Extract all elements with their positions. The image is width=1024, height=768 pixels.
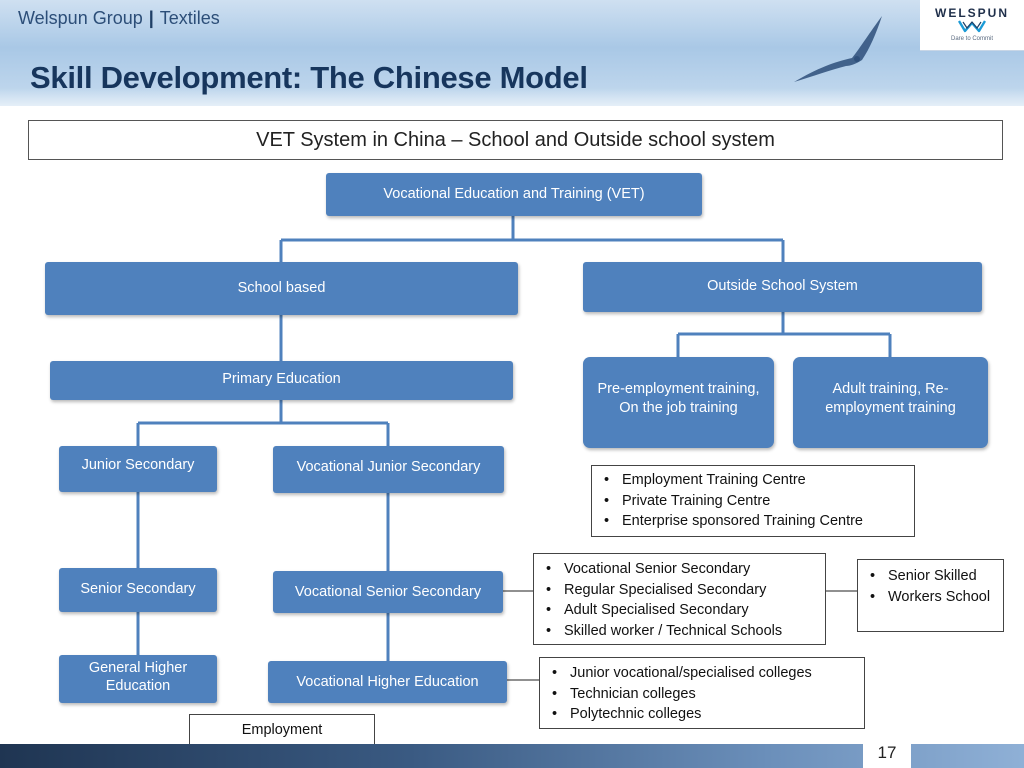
node-pre-employment: Pre-employment training, On the job trai… <box>583 357 774 448</box>
list-item: Vocational Senior Secondary <box>544 559 817 580</box>
header-band <box>0 0 1024 106</box>
flying-bird-icon <box>794 16 882 82</box>
welspun-logo: WELSPUN Dare to Commit <box>920 0 1024 51</box>
welspun-w-mark-icon <box>958 20 986 33</box>
footer-bar <box>0 744 1024 768</box>
node-voc-senior-secondary: Vocational Senior Secondary <box>273 571 503 613</box>
list-item: Skilled worker / Technical Schools <box>544 621 817 642</box>
node-voc-junior-secondary: Vocational Junior Secondary <box>273 446 504 493</box>
brand-separator: | <box>148 8 154 28</box>
connector-primary-split <box>136 400 390 446</box>
list-item: Polytechnic colleges <box>550 704 856 725</box>
page-number: 17 <box>863 738 911 768</box>
list-item: Private Training Centre <box>602 491 906 512</box>
node-primary-education: Primary Education <box>50 361 513 400</box>
list-item: Technician colleges <box>550 684 856 705</box>
brand-line: Welspun Group|Textiles <box>18 8 220 29</box>
logo-text: WELSPUN <box>935 6 1009 20</box>
node-junior-secondary: Junior Secondary <box>59 446 217 492</box>
node-adult-training: Adult training, Re-employment training <box>793 357 988 448</box>
slide-title: Skill Development: The Chinese Model <box>30 60 588 95</box>
node-senior-secondary: Senior Secondary <box>59 568 217 612</box>
list-item: Enterprise sponsored Training Centre <box>602 511 906 532</box>
list-item: Senior Skilled <box>868 566 995 587</box>
company-name: Welspun Group <box>18 8 143 28</box>
list-colleges: Junior vocational/specialised colleges T… <box>539 657 865 729</box>
list-training-centres: Employment Training Centre Private Train… <box>591 465 915 537</box>
node-school-based: School based <box>45 262 518 315</box>
logo-tagline: Dare to Commit <box>950 36 993 42</box>
connector-outside-split <box>676 312 892 357</box>
node-vet: Vocational Education and Training (VET) <box>326 173 702 216</box>
list-item: Regular Specialised Secondary <box>544 580 817 601</box>
node-voc-higher: Vocational Higher Education <box>268 661 507 703</box>
node-general-higher: General Higher Education <box>59 655 217 703</box>
list-senior-skilled: Senior Skilled Workers School <box>857 559 1004 632</box>
node-outside-school: Outside School System <box>583 262 982 312</box>
list-senior-secondary-types: Vocational Senior Secondary Regular Spec… <box>533 553 826 645</box>
list-item: Employment Training Centre <box>602 470 906 491</box>
division-name: Textiles <box>159 8 220 28</box>
list-item: Adult Specialised Secondary <box>544 600 817 621</box>
list-item: Junior vocational/specialised colleges <box>550 663 856 684</box>
list-item: Workers School <box>868 587 995 608</box>
employment-box: Employment <box>189 714 375 745</box>
subtitle-box: VET System in China – School and Outside… <box>28 120 1003 160</box>
connector-vet-split <box>279 216 785 262</box>
